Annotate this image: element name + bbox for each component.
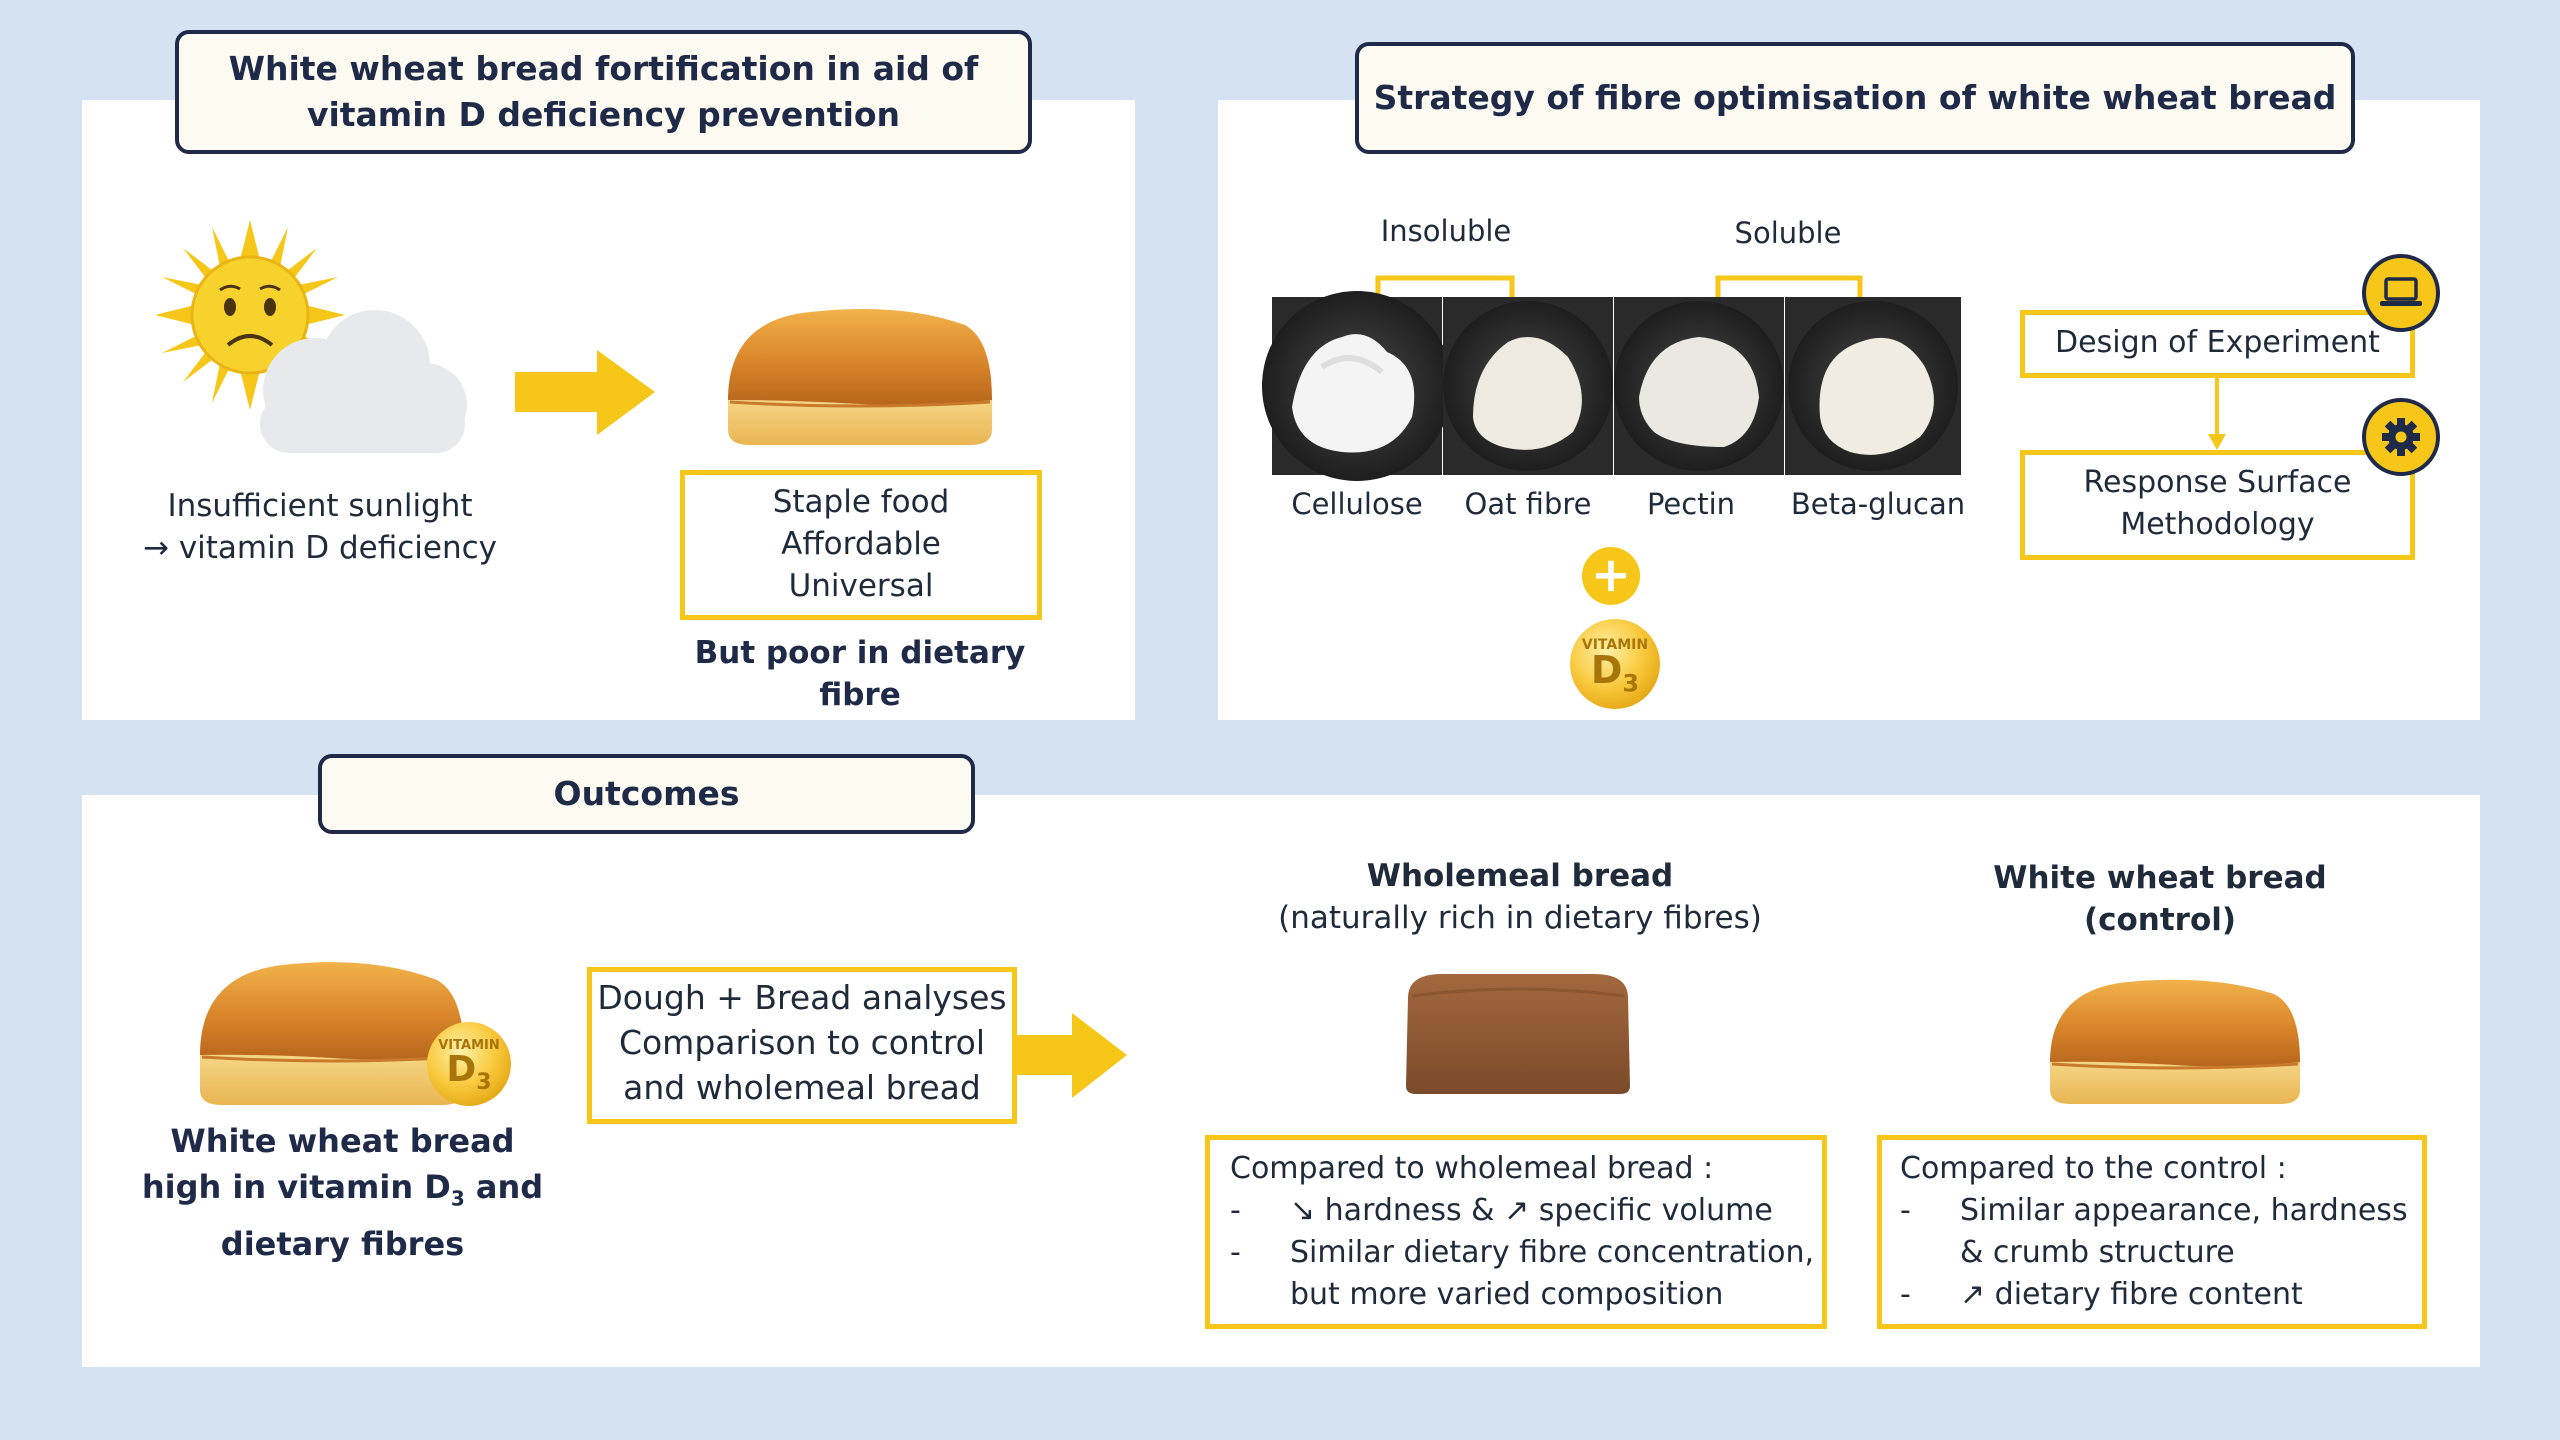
wholemeal-heading: Wholemeal bread (naturally rich in dieta… [1240, 855, 1800, 939]
doe-step-label: Design of Experiment [2055, 325, 2380, 360]
vitamin-d3-text: D3 [1568, 649, 1662, 705]
sunlight-text: Insufficient sunlight → vitamin D defici… [130, 485, 510, 569]
property-universal: Universal [788, 568, 934, 604]
wholemeal-title: Wholemeal bread [1366, 858, 1674, 894]
control-comparison: Compared to the control : - Similar appea… [1900, 1148, 2420, 1316]
cellulose-photo [1262, 291, 1452, 481]
fortified-bread-caption: White wheat bread high in vitamin D3 and… [130, 1118, 555, 1267]
control-point-2: & crumb structure [1960, 1235, 2235, 1270]
caption-subscript: 3 [450, 1186, 465, 1211]
analyses-line-1: Dough + Bread analyses [597, 978, 1007, 1017]
rsm-step-box [2020, 450, 2415, 560]
control-point: - Similar appearance, hardness [1900, 1190, 2420, 1232]
analyses-box [587, 967, 1017, 1124]
bullet-dash: - [1230, 1193, 1241, 1228]
arrow-right-icon [1017, 1013, 1127, 1098]
beta-glucan-photo [1785, 297, 1961, 475]
bread-properties-box [680, 470, 1042, 620]
wholemeal-comparison-box [1205, 1135, 1827, 1329]
vitamin-subscript: 3 [1622, 669, 1640, 698]
caption-line-3: dietary fibres [220, 1225, 465, 1264]
vitamin-label: VITAMIN [1581, 637, 1649, 653]
oat-fibre-photo [1443, 297, 1613, 475]
fibre-caveat: But poor in dietary fibre [694, 635, 1026, 713]
title-line-2: vitamin D deficiency prevention [306, 95, 901, 134]
bullet-dash: - [1900, 1193, 1911, 1228]
vitamin-letter: D [1590, 648, 1623, 692]
rsm-step-label: Response Surface Methodology [2083, 465, 2352, 542]
wholemeal-bread-icon [1406, 974, 1630, 1094]
panel-fortification-title: White wheat bread fortification in aid o… [175, 30, 1032, 154]
caption-line-2-post: and [464, 1168, 544, 1206]
plus-sign: + [1590, 547, 1632, 603]
wholemeal-point-continued: but more varied composition [1230, 1274, 1820, 1316]
panel-strategy-title: Strategy of fibre optimisation of white … [1355, 42, 2355, 154]
bread-icon [728, 308, 992, 445]
caption-line-2-pre: high in vitamin D [141, 1168, 451, 1206]
caption-line-1: White wheat bread [170, 1122, 515, 1160]
gear-icon[interactable] [2362, 398, 2440, 476]
badge-subscript: 3 [476, 1070, 492, 1096]
wholemeal-comparison: Compared to wholemeal bread : - ↘ hardnes… [1230, 1148, 1820, 1316]
pectin-photo [1614, 297, 1784, 475]
plus-icon: + [1582, 547, 1640, 605]
analyses-line-2: Comparison to control [618, 1023, 986, 1062]
arrow-right-icon [515, 350, 655, 435]
control-comparison-heading: Compared to the control : [1900, 1151, 2287, 1186]
wholemeal-comparison-heading: Compared to wholemeal bread : [1230, 1151, 1714, 1186]
control-heading: White wheat bread (control) [1940, 857, 2380, 941]
property-affordable: Affordable [781, 526, 941, 562]
fibre-label-pectin: Pectin [1646, 487, 1736, 521]
control-point-1: Similar appearance, hardness [1960, 1193, 2408, 1228]
bread-properties: Staple food Affordable Universal [680, 481, 1042, 607]
sunlight-line-2: vitamin D deficiency [178, 530, 498, 566]
cloud-icon [260, 310, 467, 453]
bullet-dash: - [1230, 1235, 1241, 1270]
bullet-dash: - [1900, 1277, 1911, 1312]
wholemeal-point: - Similar dietary fibre concentration, [1230, 1232, 1820, 1274]
fortified-bread-icon [200, 962, 464, 1105]
soluble-label: Soluble [1734, 216, 1842, 250]
laptop-icon[interactable] [2362, 254, 2440, 332]
wholemeal-point: - ↘ hardness & ↗ specific volume [1230, 1190, 1820, 1232]
doe-step-box [2020, 310, 2415, 378]
control-bread-icon [2050, 979, 2300, 1104]
wholemeal-subtitle: (naturally rich in dietary fibres) [1278, 900, 1762, 936]
control-subtitle: (control) [2083, 902, 2237, 938]
arrow-right-icon: → [142, 530, 179, 566]
arrow-down-icon [2208, 376, 2226, 450]
sunlight-line-1: Insufficient sunlight [167, 488, 473, 524]
vitamin-d3-icon: VITAMIN D3 [1568, 617, 1662, 711]
badge-vitamin-label: VITAMIN [438, 1038, 500, 1053]
insoluble-label: Insoluble [1380, 214, 1512, 248]
control-comparison-box [1877, 1135, 2427, 1329]
control-point: - ↗ dietary fibre content [1900, 1274, 2420, 1316]
soluble-bracket [1715, 275, 1863, 298]
title-line-1: White wheat bread fortification in aid o… [228, 49, 979, 88]
control-title: White wheat bread [1993, 860, 2327, 896]
vitamin-d3-badge-icon: VITAMIN D3 [425, 1020, 513, 1108]
badge-d3-text: D3 [425, 1050, 513, 1103]
property-staple: Staple food [772, 484, 950, 520]
control-point-continued: & crumb structure [1900, 1232, 2420, 1274]
sad-sun-icon [155, 220, 345, 410]
fibre-label-beta-glucan: Beta-glucan [1790, 487, 1966, 521]
badge-letter: D [446, 1049, 477, 1090]
analyses-text: Dough + Bread analyses Comparison to con… [587, 975, 1017, 1110]
wholemeal-point-2: Similar dietary fibre concentration, [1290, 1235, 1815, 1270]
control-point-3: ↗ dietary fibre content [1960, 1277, 2303, 1312]
wholemeal-point-3: but more varied composition [1290, 1277, 1724, 1312]
panel-outcomes-title: Outcomes [318, 754, 975, 834]
fibre-label-oat: Oat fibre [1464, 487, 1592, 521]
fibre-label-cellulose: Cellulose [1291, 487, 1423, 521]
analyses-line-3: and wholemeal bread [623, 1068, 981, 1107]
wholemeal-point-1: ↘ hardness & ↗ specific volume [1290, 1193, 1773, 1228]
insoluble-bracket [1375, 275, 1515, 298]
